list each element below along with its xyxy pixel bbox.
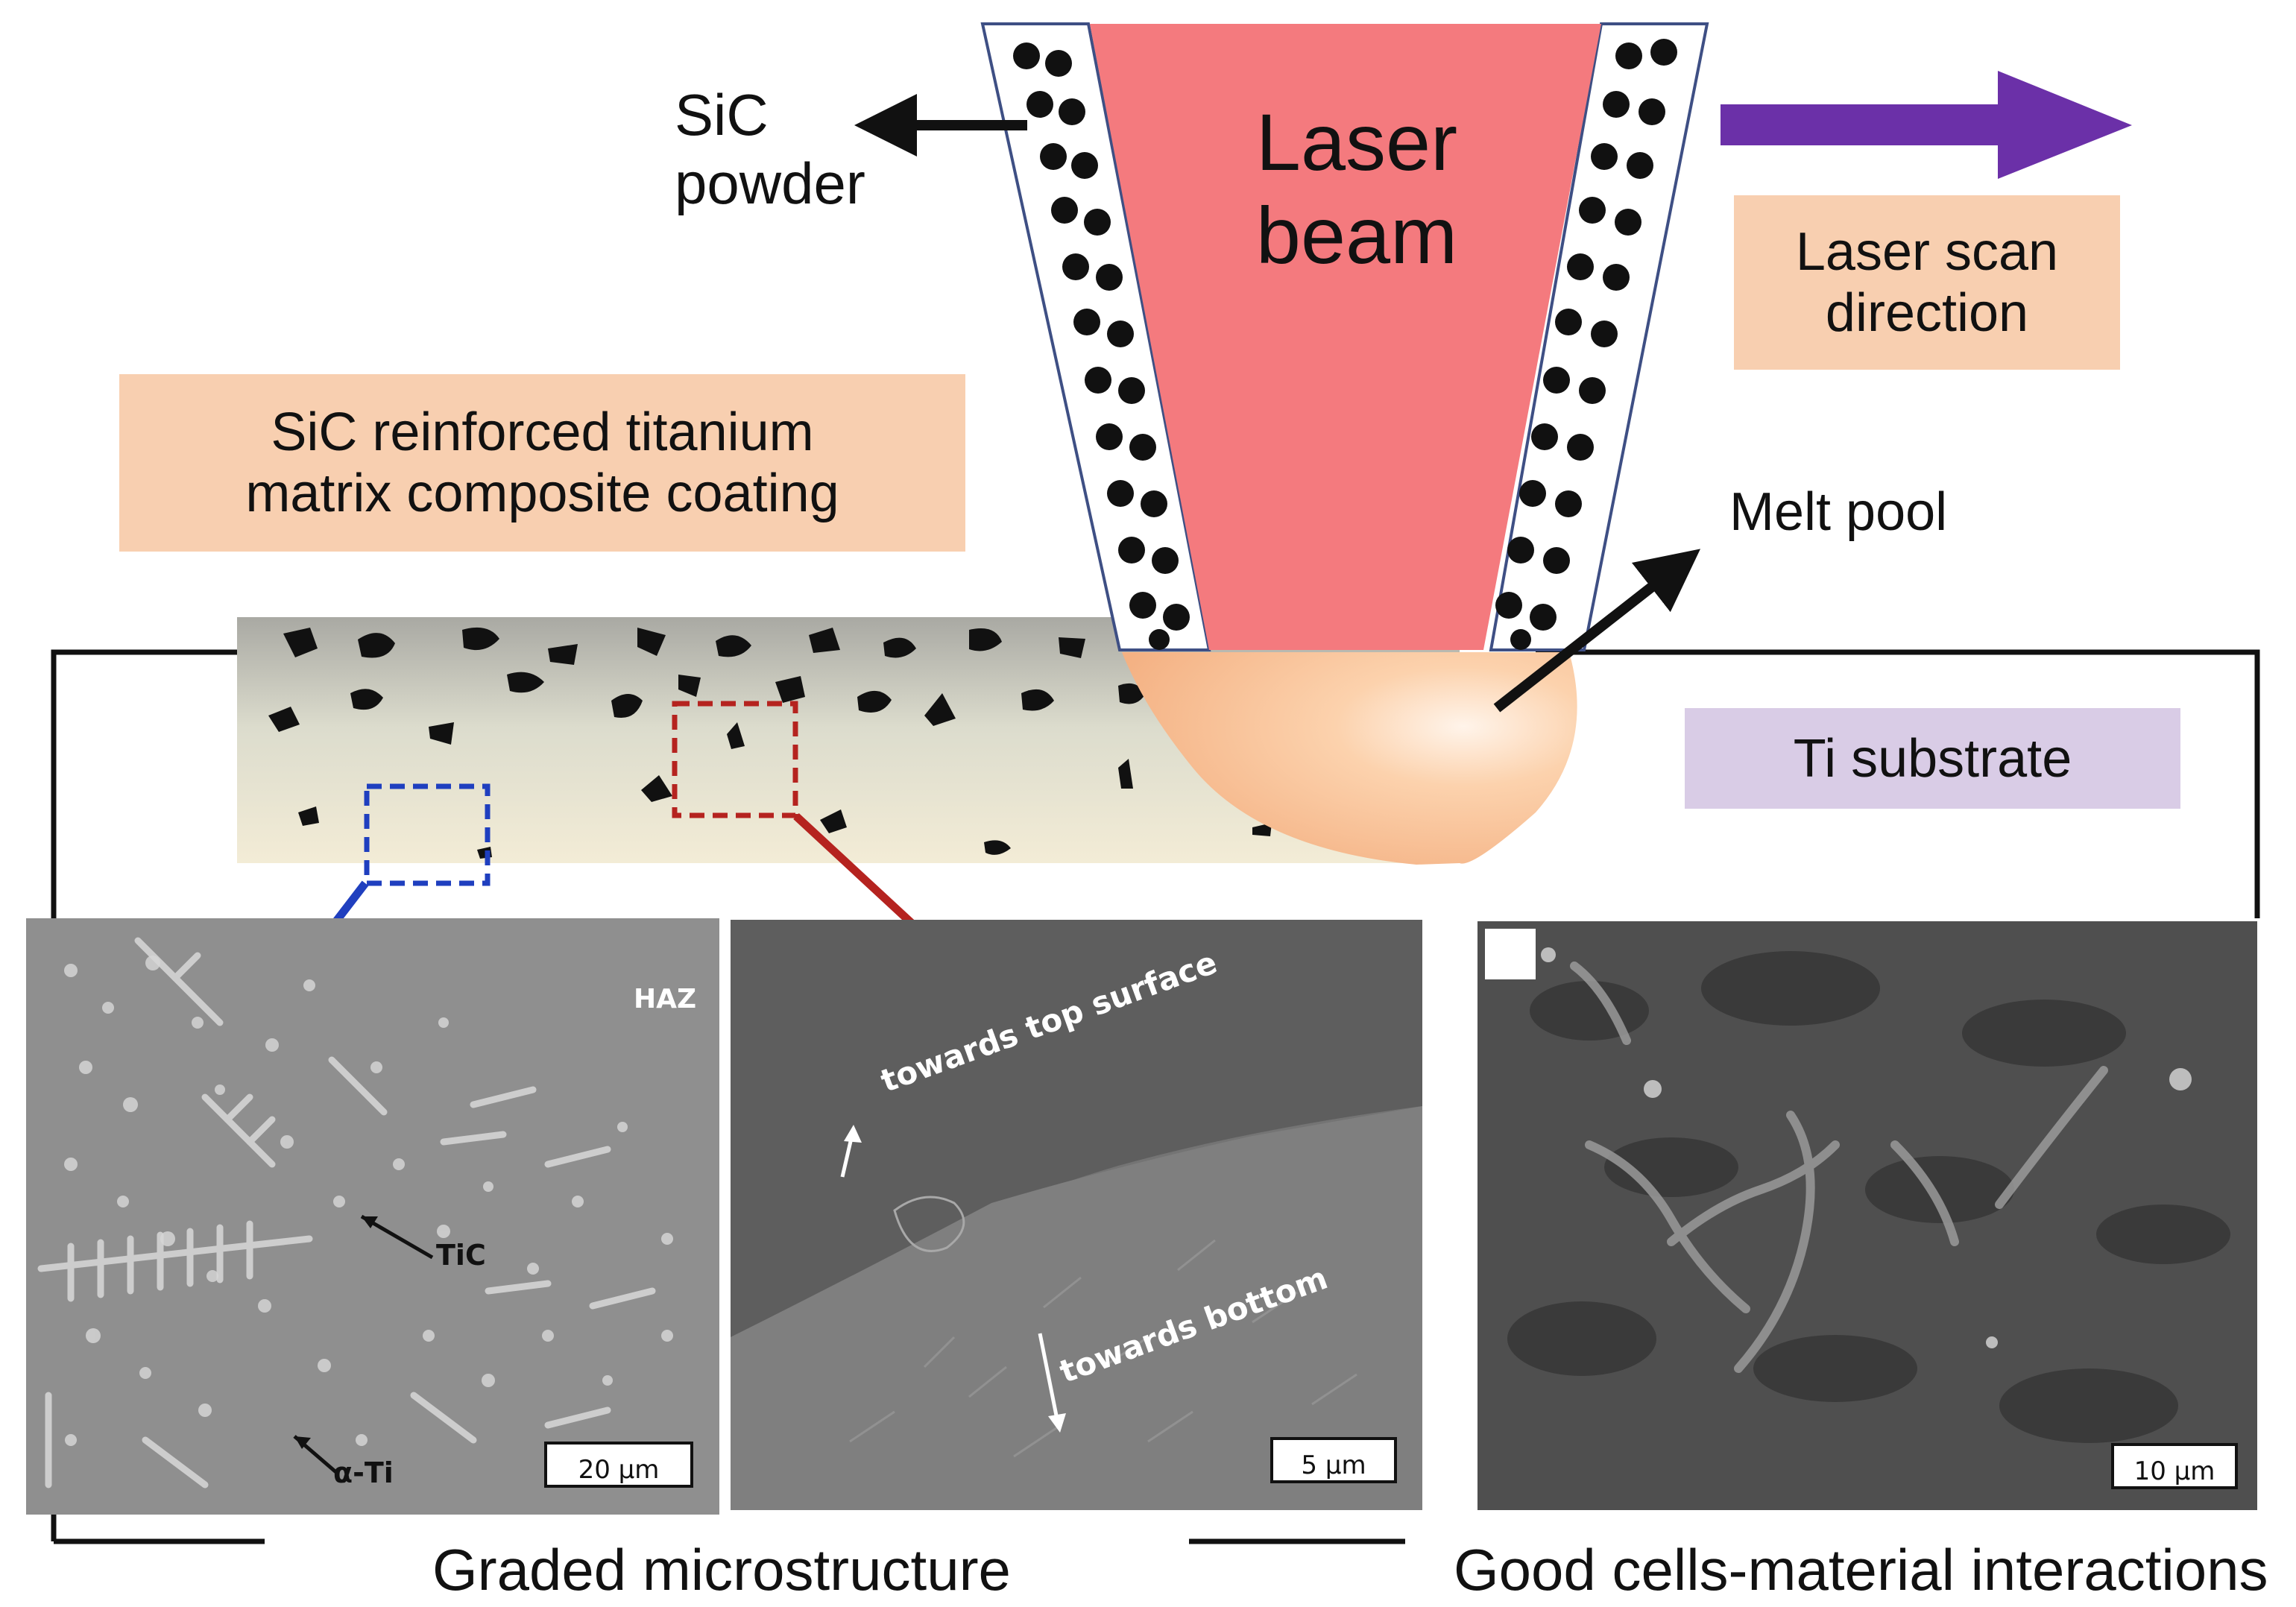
laser-beam-shape: [1090, 24, 1601, 650]
micrograph-middle-texture: [731, 920, 1422, 1510]
laser-scan-line-2: direction: [1825, 283, 2029, 343]
laser-scan-direction-box: Laser scan direction: [1734, 195, 2120, 370]
melt-pool-shape: [1122, 652, 1577, 865]
melt-pool-label: Melt pool: [1729, 482, 1948, 542]
laser-beam-line-1: Laser: [1255, 97, 1458, 187]
laser-scan-arrow: [1721, 71, 2132, 179]
micrograph-left: HAZ TiC α-Ti 20 µm: [26, 918, 719, 1515]
haz-label: HAZ: [634, 984, 697, 1014]
sic-particles: [268, 627, 1272, 859]
scale-bar-right: 10 µm: [2111, 1443, 2238, 1489]
powder-nozzle: [980, 22, 1709, 651]
blue-region-box: [364, 783, 491, 886]
cells-interactions-caption: Good cells-material interactions: [1454, 1537, 2268, 1603]
micrograph-right: 10 µm: [1477, 921, 2257, 1510]
graded-microstructure-caption: Graded microstructure: [432, 1537, 1011, 1603]
sic-powder-label: SiC powder: [675, 80, 865, 218]
scale-bar-right-text: 10 µm: [2133, 1456, 2215, 1486]
sic-powder-line-2: powder: [675, 151, 865, 217]
red-region-box: [672, 701, 798, 818]
alpha-ti-label: α-Ti: [333, 1456, 394, 1489]
laser-scan-line-1: Laser scan: [1795, 222, 2059, 282]
scale-bar-middle: 5 µm: [1270, 1437, 1397, 1483]
micrograph-right-texture: [1477, 921, 2257, 1510]
ti-substrate-text: Ti substrate: [1793, 728, 2072, 789]
coating-line-2: matrix composite coating: [245, 464, 839, 523]
scale-bar-middle-text: 5 µm: [1301, 1450, 1366, 1480]
ti-substrate-box: Ti substrate: [1685, 708, 2180, 809]
coating-label-box: SiC reinforced titanium matrix composite…: [119, 374, 965, 552]
tic-label: TiC: [436, 1239, 486, 1272]
micrograph-left-pointers: [293, 1214, 434, 1475]
sic-powder-line-1: SiC: [675, 82, 769, 148]
micrograph-middle: towards top surface towards bottom 5 µm: [731, 920, 1422, 1510]
melt-pool-arrow: [1493, 549, 1701, 713]
laser-beam-line-2: beam: [1255, 190, 1458, 281]
scale-bar-left: 20 µm: [544, 1442, 693, 1488]
laser-beam-label: Laser beam: [1170, 95, 1543, 282]
scale-bar-left-text: 20 µm: [578, 1455, 660, 1485]
coating-line-1: SiC reinforced titanium: [271, 402, 814, 462]
